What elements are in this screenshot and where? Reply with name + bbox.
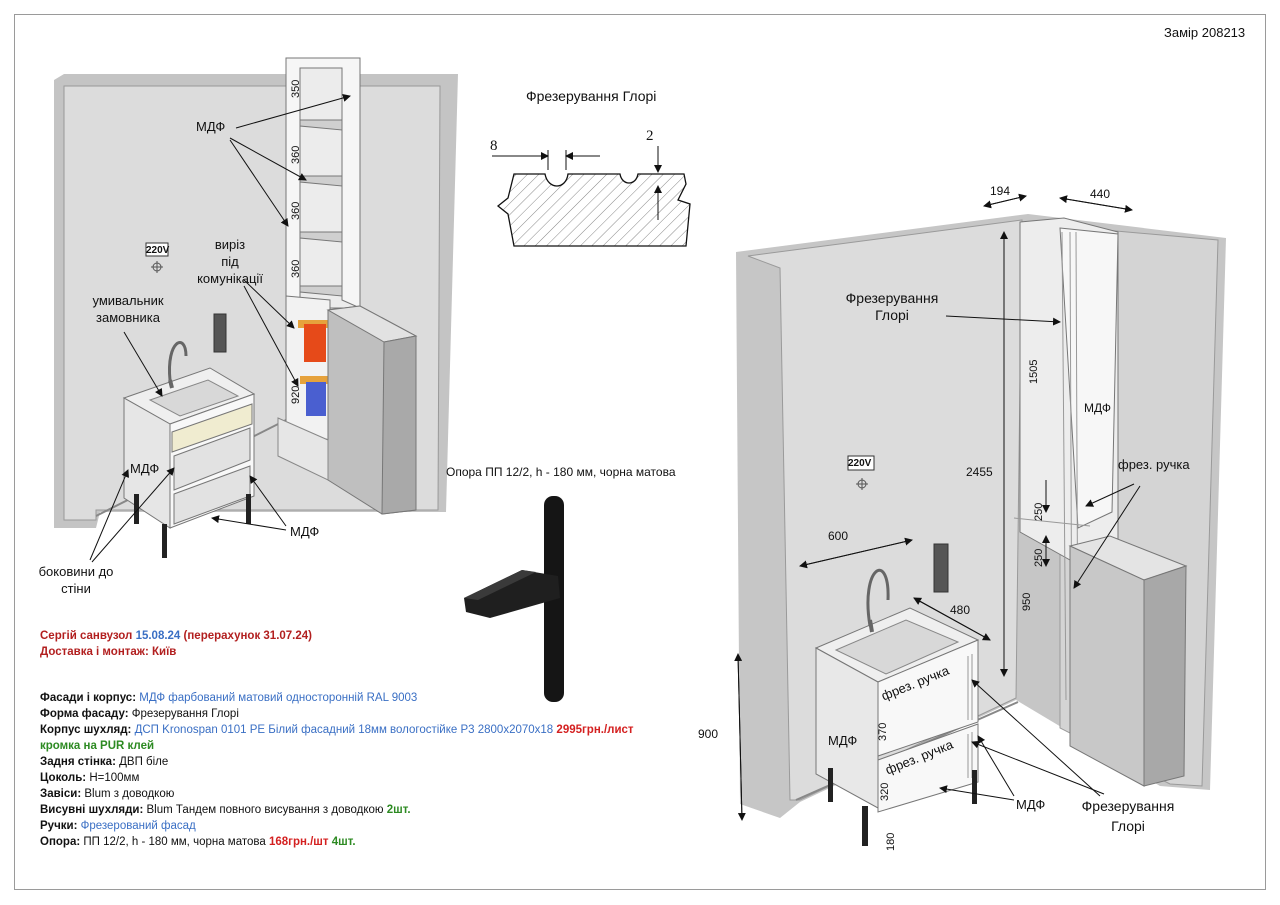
right-column xyxy=(1019,217,1188,787)
dim-370: 370 xyxy=(877,722,889,741)
label-milling-top: Фрезерування Глорі xyxy=(845,290,939,323)
label-cutout: виріз під комунікації xyxy=(197,237,263,286)
label-mdf-vanity-left: МДФ xyxy=(828,733,858,748)
dim-250-b: 250 xyxy=(1033,548,1045,567)
label-mdf-drawers: МДФ xyxy=(290,524,320,539)
drawing-frame xyxy=(14,14,1266,890)
dim-194: 194 xyxy=(990,184,1011,198)
label-sink-customer: умивальник замовника xyxy=(92,293,164,325)
bracket-bottom xyxy=(300,376,330,384)
left-socket-label: 220V xyxy=(146,245,170,256)
note-plinth: Цоколь: H=100мм xyxy=(40,772,140,784)
right-dimensions xyxy=(734,193,1141,821)
note-delivery: Доставка і монтаж: Київ xyxy=(40,646,177,658)
left-vanity xyxy=(122,341,256,558)
dim-250-a: 250 xyxy=(1033,502,1045,521)
dim-480: 480 xyxy=(950,603,971,617)
label-side-walls: боковини до стіни xyxy=(38,564,114,596)
dim-950: 950 xyxy=(1021,592,1033,611)
note-hinges: Завіси: Blum з доводкою xyxy=(40,788,175,800)
left-leaders xyxy=(89,94,351,563)
note-client: Сергій санвузол 15.08.24 (перерахунок 31… xyxy=(40,630,312,642)
note-support: Опора: ПП 12/2, h - 180 мм, чорна матова… xyxy=(40,836,356,848)
milling-profile xyxy=(492,146,691,247)
note-back: Задня стінка: ДВП біле xyxy=(40,756,169,768)
shelf-dim-360-c: 360 xyxy=(290,259,302,278)
profile-dim-8: 8 xyxy=(490,138,498,154)
note-facade-form: Форма фасаду: Фрезерування Глорі xyxy=(40,708,239,720)
label-milling-bottom: Фрезерування Глорі xyxy=(1081,798,1175,834)
measure-id: Замір 208213 xyxy=(1164,25,1246,40)
label-mdf-side: МДФ xyxy=(130,461,160,476)
spec-notes: Сергій санвузол 15.08.24 (перерахунок 31… xyxy=(40,628,634,850)
note-edge: кромка на PUR клей xyxy=(40,740,155,752)
left-scene xyxy=(54,57,458,563)
leg-caption: Опора ПП 12/2, h - 180 мм, чорна матова xyxy=(446,465,676,479)
dim-180: 180 xyxy=(885,832,897,851)
filter-blue xyxy=(306,382,326,416)
dim-600: 600 xyxy=(828,529,849,543)
shelf-column xyxy=(277,57,418,515)
shelf-dim-920: 920 xyxy=(290,385,302,404)
label-mdf-top: МДФ xyxy=(196,119,226,134)
shelf-dim-350: 350 xyxy=(290,79,302,98)
right-vanity xyxy=(814,568,980,846)
dim-900: 900 xyxy=(698,727,719,741)
right-socket-label: 220V xyxy=(848,458,872,469)
label-mdf-vanity-right: МДФ xyxy=(1016,797,1046,812)
dim-440: 440 xyxy=(1090,187,1111,201)
shelf-dim-360-a: 360 xyxy=(290,145,302,164)
boiler-orange xyxy=(304,324,326,362)
leg-illustration xyxy=(464,496,564,702)
dim-1505: 1505 xyxy=(1028,359,1040,384)
note-facades: Фасади і корпус: МДФ фарбований матовий … xyxy=(40,692,418,704)
right-scene xyxy=(734,193,1226,846)
label-mdf-column: МДФ xyxy=(1084,401,1111,415)
note-handles: Ручки: Фрезерований фасад xyxy=(40,820,196,832)
note-drawer-body: Корпус шухляд: ДСП Kronospan 0101 PE Біл… xyxy=(40,724,634,736)
label-handle-column: фрез. ручка xyxy=(1118,457,1190,472)
profile-title: Фрезерування Глорі xyxy=(526,88,657,104)
note-slides: Висувні шухляди: Blum Тандем повного вис… xyxy=(40,804,411,816)
shelf-dim-360-b: 360 xyxy=(290,201,302,220)
dim-2455: 2455 xyxy=(966,465,993,479)
profile-dim-2: 2 xyxy=(646,128,654,144)
dim-320: 320 xyxy=(879,782,891,801)
